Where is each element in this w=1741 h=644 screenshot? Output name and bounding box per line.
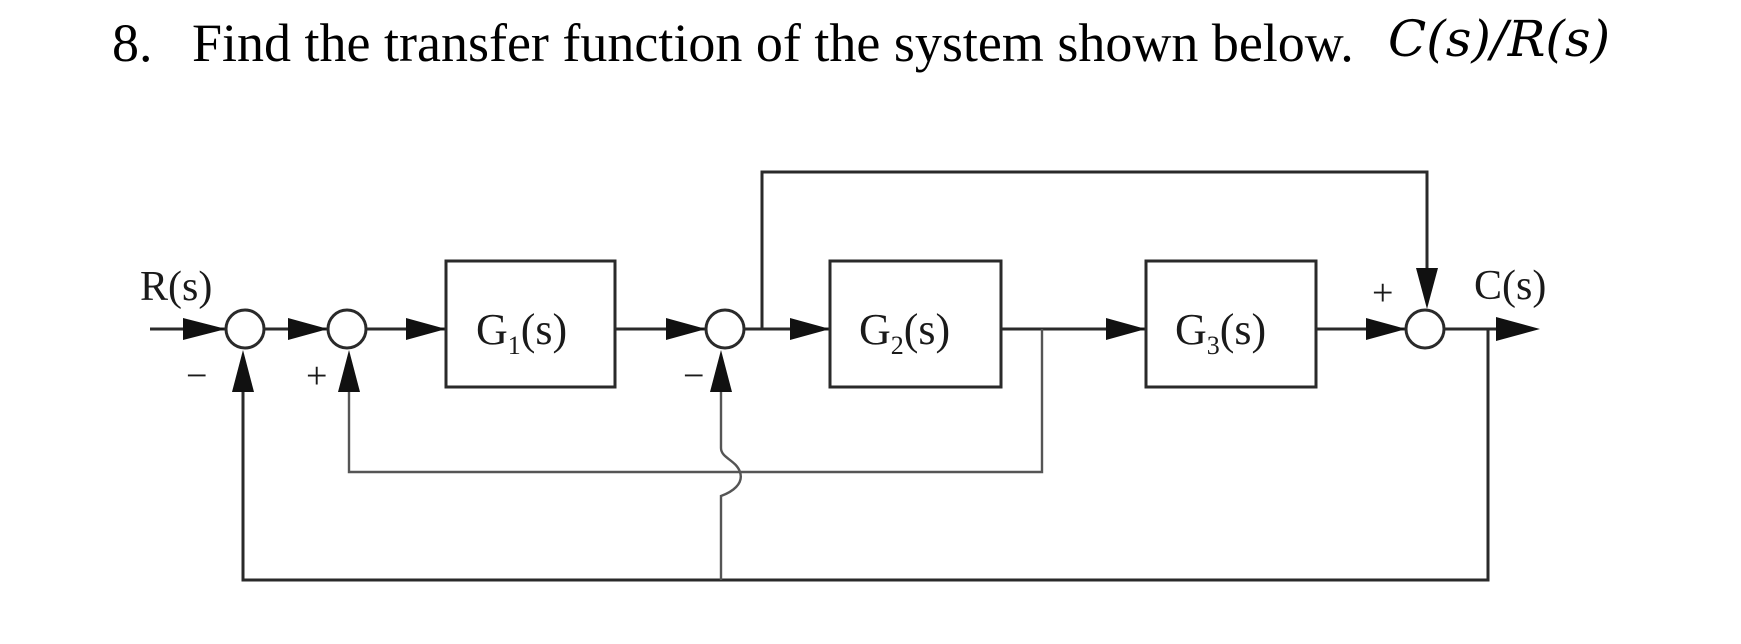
input-label: R(s) — [140, 264, 212, 310]
question-number: 8. — [112, 13, 153, 73]
question-math: C(s)/R(s) — [1388, 10, 1611, 68]
wire-feedback-j3 — [719, 370, 742, 580]
arrow-j2-bottom — [338, 350, 360, 392]
summing-junction-4 — [1404, 308, 1446, 350]
arrow-input — [183, 318, 226, 340]
arrow-j2-in — [288, 318, 328, 340]
svg-text:G1(s): G1(s) — [476, 305, 567, 360]
arrow-g2-in — [790, 318, 830, 340]
block-g3: G3(s) — [1144, 259, 1318, 389]
sign-j2: + — [306, 355, 327, 397]
arrow-j4-in — [1366, 318, 1406, 340]
arrow-j3-in — [666, 318, 706, 340]
arrow-j4-top — [1416, 268, 1438, 309]
svg-text:G2(s): G2(s) — [859, 305, 950, 360]
question-text: Find the transfer function of the system… — [192, 13, 1354, 73]
arrowheads — [183, 268, 1540, 392]
arrow-output — [1496, 317, 1540, 341]
arrow-g3-in — [1106, 318, 1146, 340]
sign-j1: − — [186, 355, 207, 397]
svg-text:G3(s): G3(s) — [1175, 305, 1266, 360]
arrow-g1-in — [406, 318, 446, 340]
wire-feedforward-top — [760, 170, 1429, 329]
arrow-j3-bottom — [710, 350, 732, 392]
sign-j3: − — [683, 355, 704, 397]
wire-feedback-inner — [347, 329, 1044, 474]
arrow-j1-bottom — [232, 350, 254, 392]
summing-junction-2 — [326, 308, 368, 350]
sign-j4: + — [1372, 272, 1393, 314]
summing-junction-1 — [224, 308, 266, 350]
summing-junction-3 — [704, 308, 746, 350]
output-label: C(s) — [1474, 263, 1546, 309]
block-g2: G2(s) — [828, 259, 1003, 389]
question-header: 8. Find the transfer function of the sys… — [0, 0, 1741, 110]
block-g1: G1(s) — [444, 259, 617, 389]
wire-feedback-outer — [241, 329, 1490, 582]
